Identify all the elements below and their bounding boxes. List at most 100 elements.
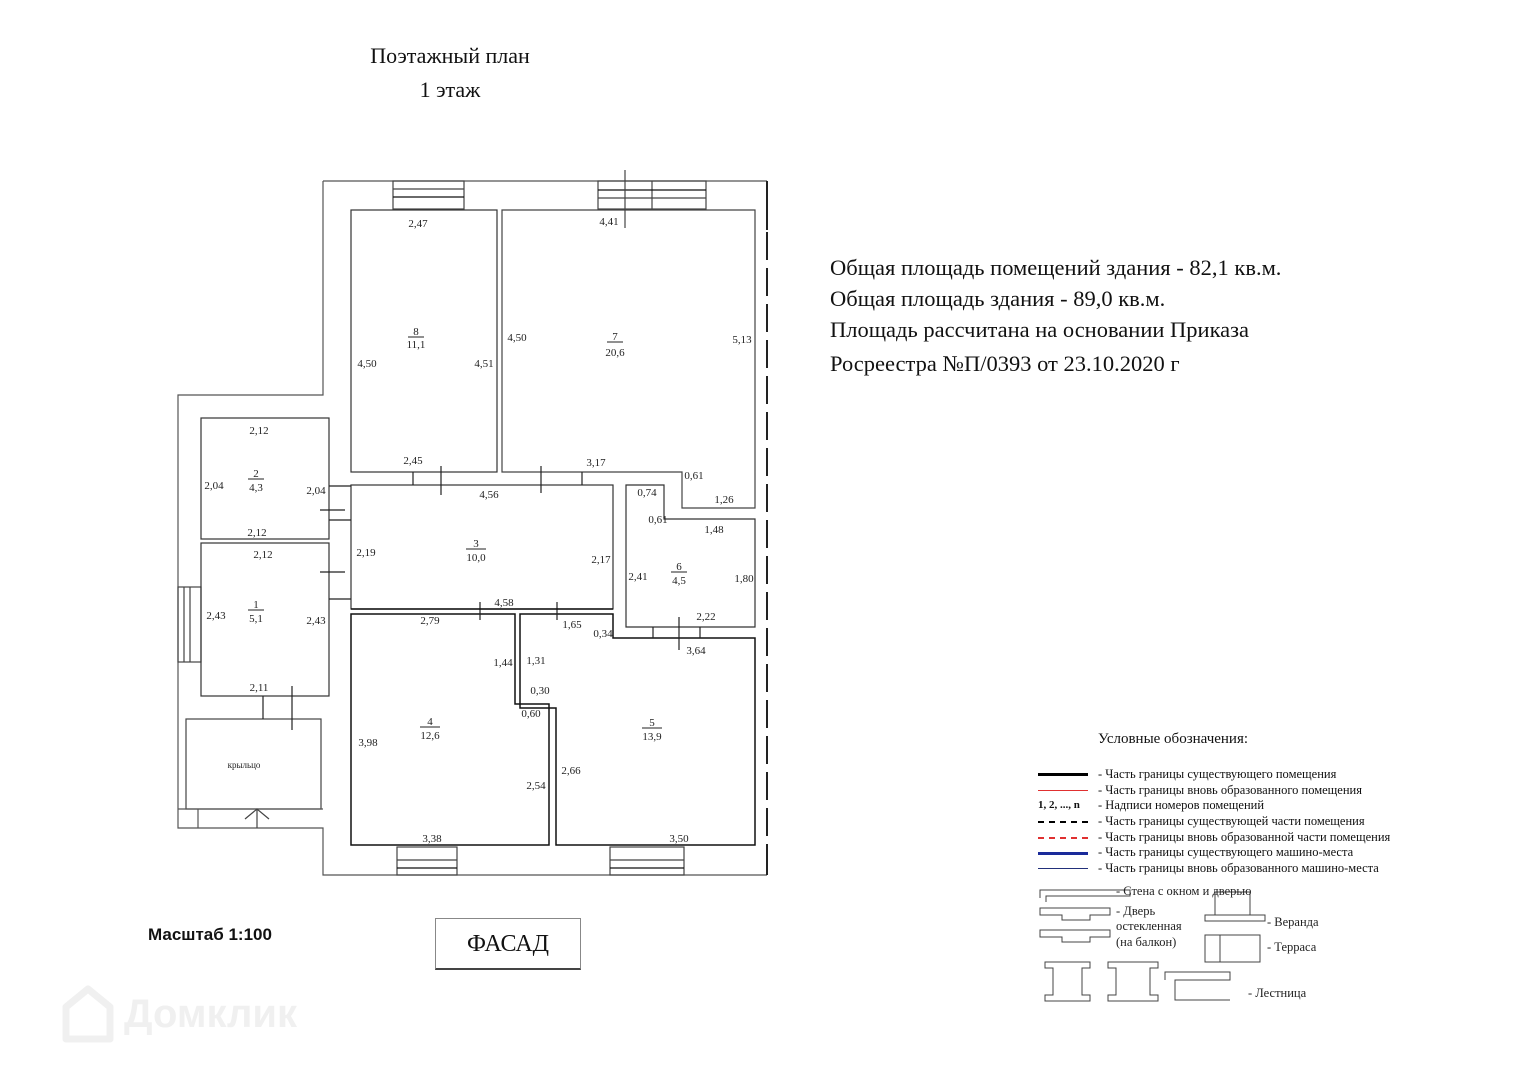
dim-r5-top: 1,65 <box>562 619 582 631</box>
room-1-outline <box>200 542 330 697</box>
dim-r1-left: 2,43 <box>206 610 226 622</box>
legend-label: - Часть границы существующего помещения <box>1098 767 1337 781</box>
dim-r6-bottom: 2,22 <box>696 611 715 623</box>
dim-r4-right-upper: 1,44 <box>493 657 513 669</box>
line-solid-red-icon <box>1038 790 1088 792</box>
room-7-area: 20,6 <box>605 347 625 359</box>
legend-label: - Часть границы вновь образованного поме… <box>1098 782 1362 797</box>
dim-r2-top: 2,12 <box>249 425 268 437</box>
glazed-door-icon <box>1039 907 1111 921</box>
legend-wall-label: - Стена с окном и дверью <box>1116 884 1251 898</box>
dim-r5-left-lower: 2,66 <box>561 765 581 777</box>
dim-r5-top-right: 3,64 <box>686 645 706 657</box>
legend-item: - Часть границы существующей части помещ… <box>1038 814 1390 830</box>
room-4-number: 4 <box>427 716 433 728</box>
dim-r6-step-h: 1,48 <box>704 524 724 536</box>
dim-r5-step: 0,30 <box>530 685 550 697</box>
room-5-outline <box>519 613 756 846</box>
legend-item: - Часть границы существующего машино-мес… <box>1038 845 1390 861</box>
legend-door-label-2: остекленная <box>1116 919 1182 933</box>
dim-r8-bottom: 2,45 <box>403 455 423 467</box>
legend-door-label-1: - Дверь <box>1116 904 1155 918</box>
dim-r3-top: 4,56 <box>479 489 499 501</box>
room-6-outline <box>625 484 756 628</box>
door-markers <box>262 466 701 730</box>
building-total-area: Общая площадь здания - 89,0 кв.м. <box>830 286 1166 311</box>
dim-r5-bottom: 3,50 <box>669 833 689 845</box>
dim-r6-step-v: 0,61 <box>648 514 667 526</box>
glazed-balcony-door-icon <box>1039 929 1111 943</box>
legend-terrace-label: - Терраса <box>1267 940 1317 954</box>
dim-r5-left-upper: 1,31 <box>526 655 545 667</box>
veranda-icon <box>1204 891 1266 922</box>
line-dashed-black-icon <box>1038 820 1088 823</box>
window-left <box>177 586 202 663</box>
dim-r7-right: 5,13 <box>732 334 752 346</box>
dim-r3-left: 2,19 <box>356 547 376 559</box>
room-2-area: 4,3 <box>249 482 263 494</box>
legend-label: - Надписи номеров помещений <box>1098 798 1265 813</box>
dim-r8-left: 4,50 <box>357 358 377 370</box>
room-7-outline <box>501 209 756 509</box>
calc-basis-order: Росреестра №П/0393 от 23.10.2020 г <box>830 351 1180 376</box>
facade-label: ФАСАД <box>435 918 581 970</box>
dim-r4-bottom: 3,38 <box>422 833 442 845</box>
dim-r5-corner: 0,34 <box>593 628 613 640</box>
legend: - Часть границы существующего помещения … <box>1038 767 1390 877</box>
stairs-icon-1 <box>1044 961 1091 1002</box>
room-1-number: 1 <box>253 599 259 611</box>
legend-veranda-label: - Веранда <box>1267 915 1319 929</box>
room-3-area: 10,0 <box>466 552 486 564</box>
room-3-number: 3 <box>473 538 479 550</box>
dim-r2-right: 2,04 <box>306 485 326 497</box>
legend-item: - Часть границы вновь образованного поме… <box>1038 783 1390 799</box>
dim-r1-bottom: 2,11 <box>250 682 269 694</box>
legend-label: - Часть границы существующего машино-мес… <box>1098 845 1354 860</box>
legend-item: - Часть границы существующего помещения <box>1038 767 1390 783</box>
legend-label: - Часть границы вновь образованного маши… <box>1098 861 1379 876</box>
room-5-area: 13,9 <box>642 731 662 743</box>
dim-r7-left: 4,50 <box>507 332 527 344</box>
dimension-labels: 2,47 4,50 4,51 2,45 4,41 4,50 5,13 3,17 … <box>204 216 754 845</box>
legend-item: - Часть границы вновь образованного маши… <box>1038 861 1390 877</box>
entrance-arrow-icon <box>244 808 270 828</box>
window-bottom-left <box>396 846 458 876</box>
room-8-outline <box>350 209 498 473</box>
legend-title: Условные обозначения: <box>1098 731 1249 747</box>
terrace-icon <box>1204 934 1261 963</box>
line-solid-blue-icon <box>1038 868 1088 870</box>
watermark-text: Домклик <box>124 991 298 1036</box>
dim-r3-right: 2,17 <box>591 554 611 566</box>
dim-r2-bottom: 2,12 <box>247 527 266 539</box>
dim-r4-top: 2,79 <box>420 615 440 627</box>
legend-door-label-3: (на балкон) <box>1116 935 1176 949</box>
calc-basis: Площадь рассчитана на основании Приказа <box>830 317 1250 342</box>
dim-r1-top: 2,12 <box>253 549 272 561</box>
room-1-area: 5,1 <box>249 613 263 625</box>
room-5-number: 5 <box>649 717 655 729</box>
room-6-area: 4,5 <box>672 575 686 587</box>
legend-symbols: - Стена с окном и дверью - Дверь остекле… <box>1039 884 1319 1002</box>
house-icon <box>62 985 114 1043</box>
dim-r4-right-lower: 2,54 <box>526 780 546 792</box>
stairs-icon-2 <box>1107 961 1159 1002</box>
dim-r4-left: 3,98 <box>358 737 378 749</box>
legend-label: - Часть границы вновь образованной части… <box>1098 829 1391 844</box>
plan-title: Поэтажный план <box>370 43 530 68</box>
dim-r7-step-h: 1,26 <box>714 494 734 506</box>
window-top-right <box>597 170 707 228</box>
legend-stairs-label: - Лестница <box>1248 986 1307 1000</box>
dim-r4-step: 0,60 <box>521 708 541 720</box>
legend-label: - Часть границы существующей части помещ… <box>1098 814 1365 829</box>
room-8-area: 11,1 <box>407 339 426 351</box>
room-number-sample: 1, 2, ..., n <box>1038 799 1080 812</box>
legend-item: - Часть границы вновь образованной части… <box>1038 830 1390 846</box>
room-8-number: 8 <box>413 326 419 338</box>
stairs-icon-3 <box>1164 971 1231 1001</box>
legend-item: 1, 2, ..., n - Надписи номеров помещений <box>1038 798 1390 814</box>
line-solid-black-icon <box>1038 773 1088 777</box>
dim-r8-top: 2,47 <box>408 218 428 230</box>
room-2-number: 2 <box>253 468 259 480</box>
dim-r1-right: 2,43 <box>306 615 326 627</box>
